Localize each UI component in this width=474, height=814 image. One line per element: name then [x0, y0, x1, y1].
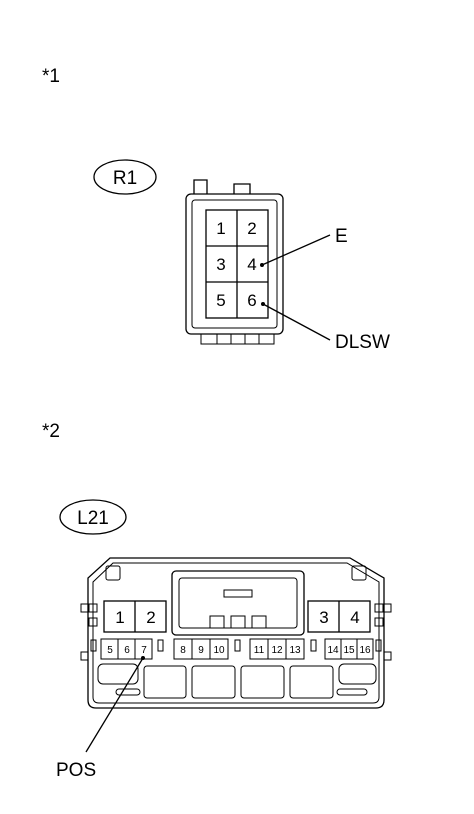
l21-pin: 8 [180, 645, 186, 656]
view-1: *1 R1 1 2 3 [42, 66, 390, 353]
l21-large-pins: 1 2 3 4 [115, 608, 359, 627]
l21-pin: 15 [343, 645, 355, 656]
r1-pin: 5 [216, 291, 225, 310]
l21-pin: 9 [198, 645, 204, 656]
l21-code-bubble: L21 [59, 499, 127, 535]
r1-pin: 3 [216, 255, 225, 274]
l21-pin: 14 [327, 645, 339, 656]
r1-pin: 6 [247, 291, 256, 310]
view-2: *2 L21 [42, 421, 392, 781]
r1-callout-e: E [260, 226, 348, 267]
r1-pin: 1 [216, 219, 225, 238]
l21-pin: 2 [146, 608, 155, 627]
l21-code: L21 [77, 508, 109, 529]
l21-pin: 10 [213, 645, 225, 656]
r1-callout-dlsw: DLSW [261, 302, 390, 353]
l21-pin: 1 [115, 608, 124, 627]
l21-connector-housing [80, 557, 392, 709]
r1-pins: 1 2 3 4 5 6 [216, 219, 256, 310]
l21-pin: 4 [350, 608, 359, 627]
l21-pin: 6 [124, 645, 130, 656]
r1-pin: 4 [247, 255, 256, 274]
view-1-tag: *1 [42, 66, 60, 87]
l21-small-pins: 5 6 7 8 9 10 11 12 13 14 15 16 [107, 645, 371, 656]
r1-code: R1 [113, 168, 137, 189]
l21-callout-pos: POS [56, 656, 145, 781]
r1-callout-label: DLSW [335, 332, 390, 353]
l21-pin: 5 [107, 645, 113, 656]
l21-pin: 13 [289, 645, 301, 656]
l21-callout-label: POS [56, 760, 96, 781]
r1-connector-housing [185, 179, 284, 345]
l21-pin: 12 [271, 645, 283, 656]
r1-pin: 2 [247, 219, 256, 238]
r1-callout-label: E [335, 226, 348, 247]
l21-pin: 16 [359, 645, 371, 656]
r1-code-bubble: R1 [93, 159, 157, 195]
view-2-tag: *2 [42, 421, 60, 442]
l21-pin: 11 [254, 645, 265, 656]
l21-pin: 3 [319, 608, 328, 627]
l21-pin: 7 [141, 645, 147, 656]
